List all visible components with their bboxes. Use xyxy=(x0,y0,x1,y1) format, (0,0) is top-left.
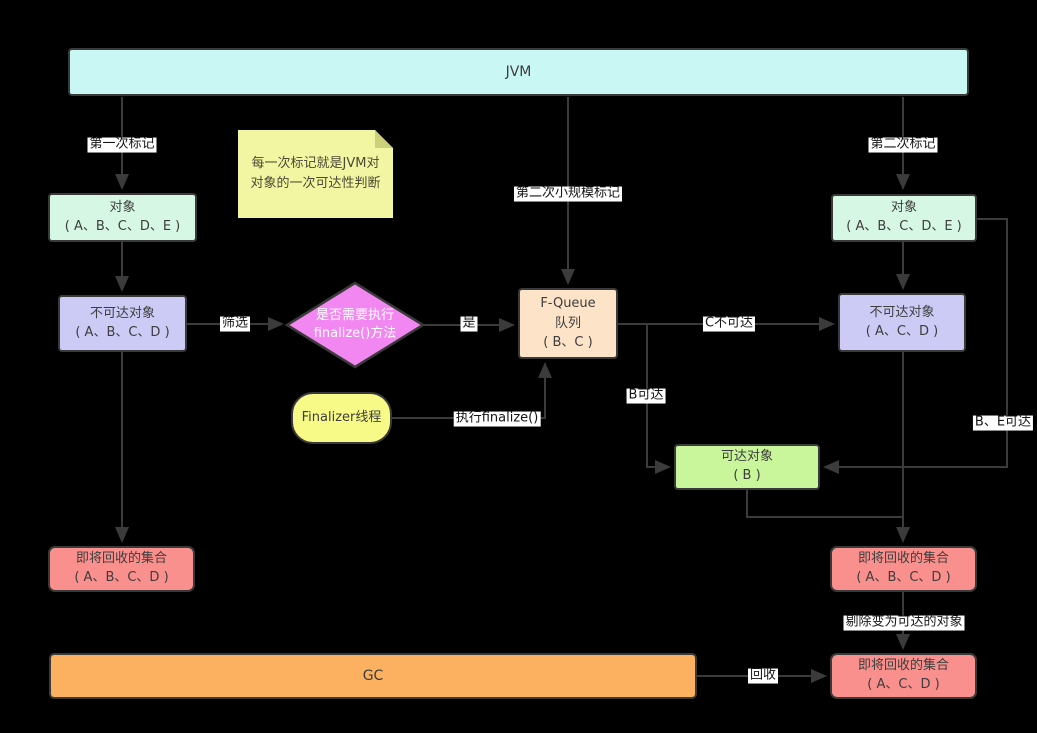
fqueue-set: ( B、C ) xyxy=(543,335,593,351)
decision-diamond-shape xyxy=(284,281,426,369)
note-line2: 对象的一次可达性判断 xyxy=(250,176,381,191)
edge-label-be-reachable: B、E可达 xyxy=(972,414,1034,431)
jvm-label: JVM xyxy=(505,63,532,80)
edge-label-b-reachable: B可达 xyxy=(626,387,666,404)
fqueue-subtitle: 队列 xyxy=(554,315,581,331)
note-line1: 每一次标记就是JVM对 xyxy=(251,155,380,171)
object-right-node: 对象 ( A、B、C、D、E ) xyxy=(831,194,977,242)
finalizer-thread-node: Finalizer线程 xyxy=(291,392,392,444)
edge-label-second-small-mark: 第二次小规模标记 xyxy=(513,185,623,202)
unreachable-left-title: 不可达对象 xyxy=(89,305,155,321)
unreachable-left-set: ( A、B、C、D ) xyxy=(75,324,170,340)
gc-node: GC xyxy=(49,653,697,699)
reachable-title: 可达对象 xyxy=(720,449,773,465)
decision-node: 是否需要执行 finalize()方法 xyxy=(287,283,423,367)
recycle-right1-set: ( A、B、C、D ) xyxy=(856,570,951,585)
recycle-right2-title: 即将回收的集合 xyxy=(857,658,949,674)
object-left-set: ( A、B、C、D、E ) xyxy=(64,218,181,234)
edge-label-second-mark: 第二次标记 xyxy=(868,136,938,153)
recycle-set-right2-node: 即将回收的集合 ( A、C、D ) xyxy=(830,653,977,699)
edge-label-yes: 是 xyxy=(460,315,478,332)
recycle-right2-set: ( A、C、D ) xyxy=(867,677,940,692)
decision-line1: 是否需要执行 xyxy=(315,307,394,323)
object-right-set: ( A、B、C、D、E ) xyxy=(846,219,962,234)
finalizer-label: Finalizer线程 xyxy=(301,409,382,425)
gc-label: GC xyxy=(362,667,384,684)
jvm-node: JVM xyxy=(68,48,969,96)
edge-object-right-to-reachable xyxy=(823,218,1008,474)
edge-label-remove-reachable: 剔除变为可达的对象 xyxy=(843,614,965,631)
edge-label-c-unreachable: C不可达 xyxy=(702,315,756,332)
recycle-right1-title: 即将回收的集合 xyxy=(857,551,949,567)
edge-reachable-to-junction xyxy=(746,490,903,518)
recycle-set-right1-node: 即将回收的集合 ( A、B、C、D ) xyxy=(830,546,977,592)
fqueue-title: F-Queue xyxy=(540,296,596,312)
object-left-node: 对象 ( A、B、C、D、E ) xyxy=(48,193,197,242)
edge-label-first-mark: 第一次标记 xyxy=(87,136,157,153)
fqueue-node: F-Queue 队列 ( B、C ) xyxy=(518,288,618,359)
object-right-title: 对象 xyxy=(890,200,917,216)
unreachable-left-node: 不可达对象 ( A、B、C、D ) xyxy=(58,295,187,352)
edge-label-filter: 筛选 xyxy=(219,315,251,332)
edge-label-recycle: 回收 xyxy=(747,667,779,684)
edge-fqueue-to-reachable xyxy=(646,324,671,474)
recycle-left-set: ( A、B、C、D ) xyxy=(74,570,169,585)
reachable-set: ( B ) xyxy=(733,468,761,483)
unreachable-right-title: 不可达对象 xyxy=(869,304,935,320)
sticky-note: 每一次标记就是JVM对 对象的一次可达性判断 xyxy=(238,130,393,218)
reachable-object-node: 可达对象 ( B ) xyxy=(674,444,820,490)
edge-finalizer-to-fqueue xyxy=(392,362,552,419)
unreachable-right-node: 不可达对象 ( A、C、D ) xyxy=(838,293,966,352)
recycle-set-left-node: 即将回收的集合 ( A、B、C、D ) xyxy=(48,546,195,592)
edge-label-exec-finalize: 执行finalize() xyxy=(453,410,541,427)
decision-line2: finalize()方法 xyxy=(313,326,397,341)
unreachable-right-set: ( A、C、D ) xyxy=(865,323,939,339)
object-left-title: 对象 xyxy=(109,199,136,215)
recycle-left-title: 即将回收的集合 xyxy=(75,551,167,567)
